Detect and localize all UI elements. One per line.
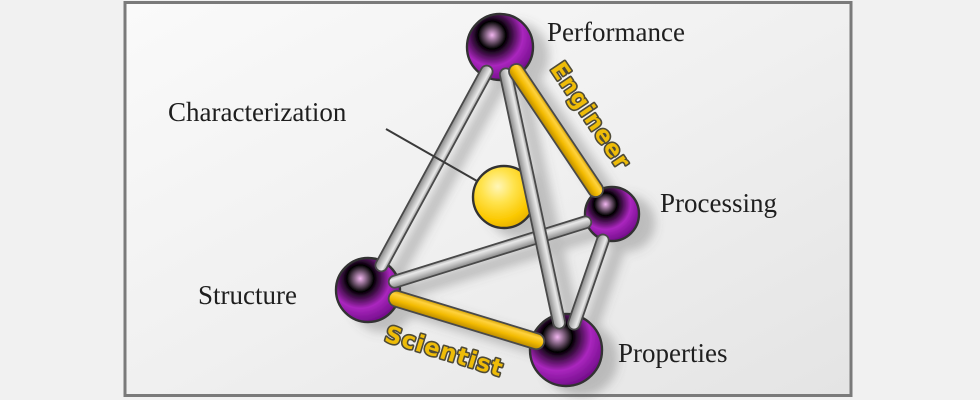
characterization-callout-line [385,128,478,182]
edge-performance-properties [498,67,567,330]
label-structure: Structure [198,280,297,310]
node-structure-sphere [334,256,402,324]
label-properties: Properties [618,338,727,368]
node-properties-sphere [528,312,604,388]
edge-performance-processing [508,63,605,198]
label-performance: Performance [547,17,685,47]
edge-processing-properties [567,233,610,331]
label-processing: Processing [660,188,777,218]
node-processing-sphere [583,185,641,243]
label-characterization: Characterization [168,97,347,127]
tetrahedron-model [334,12,641,388]
edge-performance-structure [374,64,494,273]
edge-structure-properties [387,289,546,351]
